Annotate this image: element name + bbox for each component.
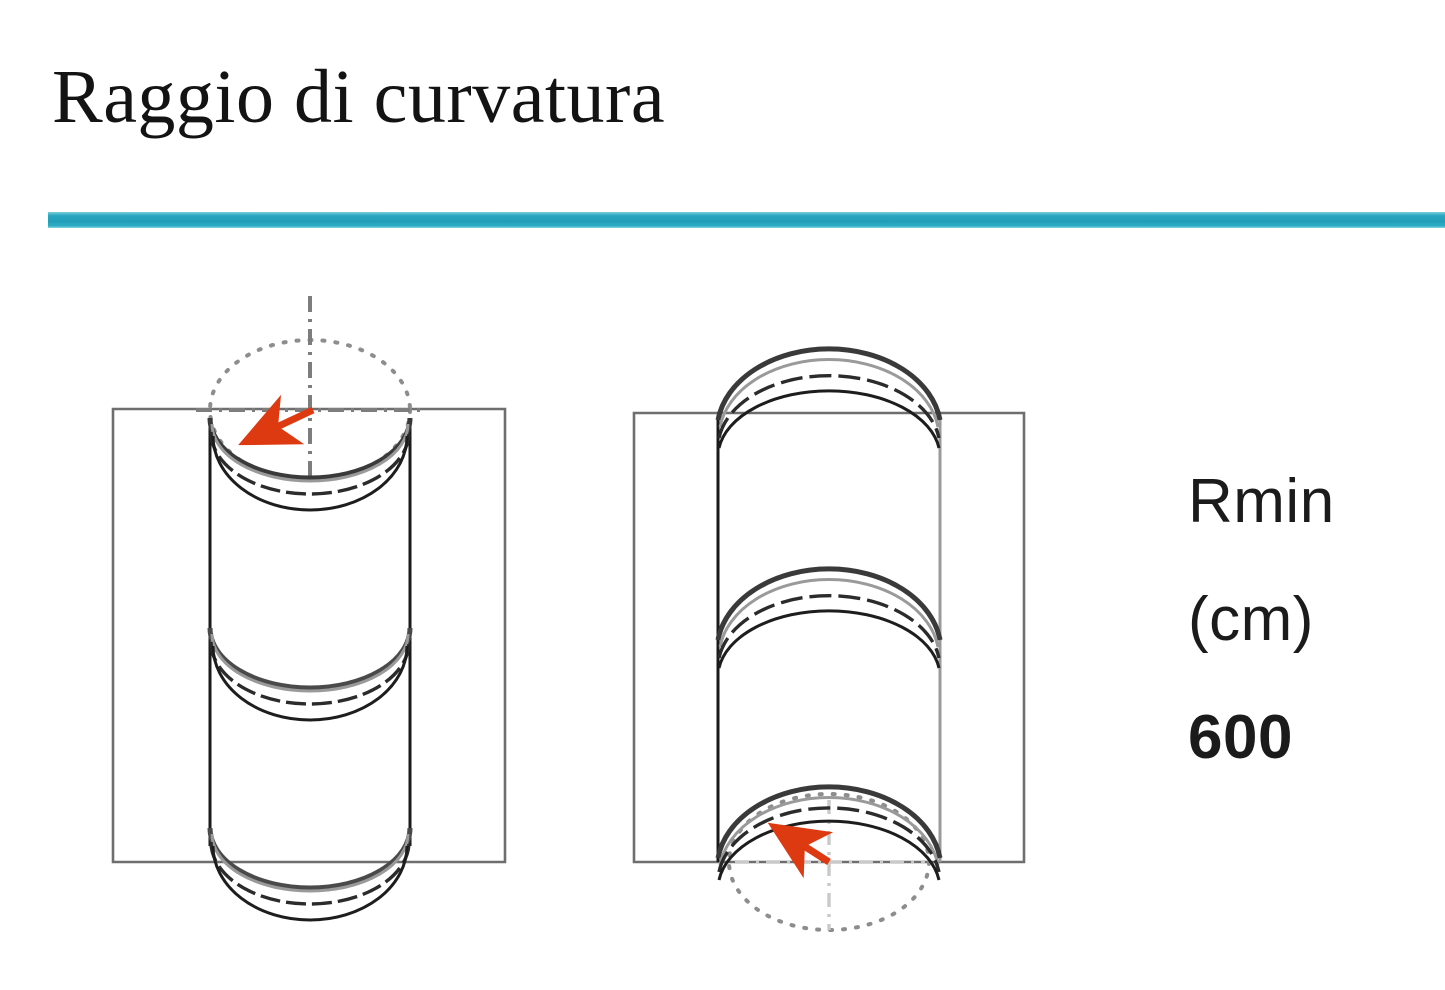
legend-value: 600	[1188, 703, 1293, 772]
right-centerlines	[735, 800, 925, 930]
left-centerlines	[196, 296, 424, 478]
right-radius-arrow	[767, 822, 834, 879]
divider-bar	[48, 212, 1445, 228]
right-pipe-body	[716, 415, 942, 862]
right-reference-frame	[632, 411, 1026, 864]
left-reference-frame	[111, 407, 507, 864]
title-divider	[48, 209, 1445, 231]
right-arch-band-middle	[715, 566, 943, 669]
right-arch-band-top	[715, 346, 943, 449]
left-construction-circle	[208, 338, 412, 482]
legend-unit: (cm)	[1188, 585, 1314, 654]
right-arch-band-bottom	[715, 784, 943, 881]
legend-block: Rmin (cm) 600	[1188, 443, 1438, 797]
page-title: Raggio di curvatura	[52, 55, 666, 139]
left-pipe-body	[208, 420, 412, 846]
left-top-rim	[207, 417, 413, 512]
right-construction-ellipse	[727, 792, 931, 932]
left-pipe-view	[111, 296, 507, 922]
right-pipe-view	[632, 346, 1026, 932]
left-radius-arrow	[238, 394, 315, 446]
left-joint-band-bottom	[207, 827, 413, 922]
left-joint-band-middle	[207, 627, 413, 722]
legend-label: Rmin	[1188, 467, 1335, 536]
